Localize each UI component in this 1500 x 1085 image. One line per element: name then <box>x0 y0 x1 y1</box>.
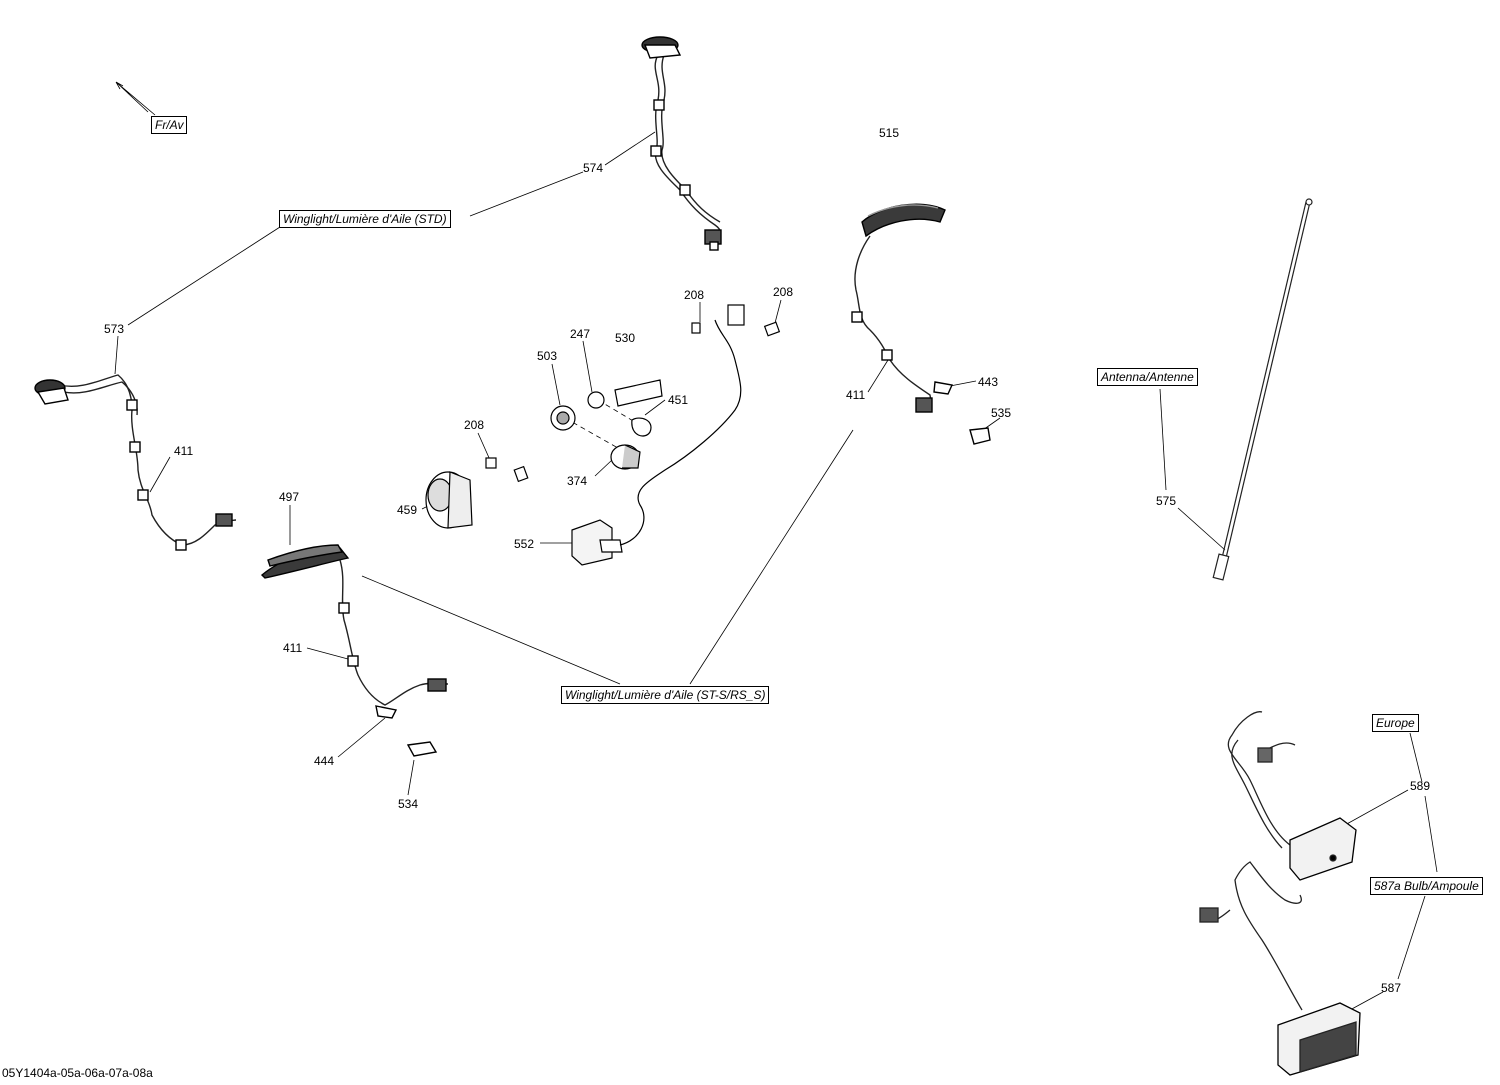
part-247: 247 <box>570 327 591 341</box>
europe-text: Europe <box>1376 716 1415 730</box>
part-411-mid: 411 <box>283 641 303 655</box>
part-587: 587 <box>1381 981 1402 995</box>
bulb-label: 587a Bulb/Ampoule <box>1370 877 1483 895</box>
part-515: 515 <box>879 126 900 140</box>
antenna-text: Antenna/Antenne <box>1101 370 1194 384</box>
leader-444 <box>337 717 386 758</box>
europe-label: Europe <box>1372 714 1419 732</box>
leader-bulb-b <box>1397 895 1426 980</box>
part-575: 575 <box>1156 494 1177 508</box>
leader-208c <box>477 432 491 461</box>
leader-247 <box>582 340 593 393</box>
fr-av-text: Fr/Av <box>155 118 184 132</box>
part-497: 497 <box>279 490 300 504</box>
winglight-std-text: Winglight/Lumière d'Aile (STD) <box>283 212 447 226</box>
drawing-number: 05Y1404a-05a-06a-07a-08a <box>2 1066 153 1080</box>
part-444: 444 <box>314 754 335 768</box>
bulb-587 <box>1199 861 1361 1076</box>
leader-411-right <box>867 359 889 393</box>
part-574: 574 <box>583 161 604 175</box>
part-443: 443 <box>978 375 999 389</box>
bulb-text: 587a Bulb/Ampoule <box>1374 879 1479 893</box>
front-arrow <box>115 81 156 116</box>
part-374: 374 <box>567 474 588 488</box>
leader-antenna <box>1159 388 1167 491</box>
part-411-right: 411 <box>846 388 866 402</box>
part-552: 552 <box>514 537 535 551</box>
part-208-b: 208 <box>773 285 794 299</box>
leader-bulb-a <box>1424 795 1438 873</box>
leader-574-harness <box>604 131 656 166</box>
part-451: 451 <box>668 393 689 407</box>
leader-534 <box>407 759 415 796</box>
antenna-label: Antenna/Antenne <box>1097 368 1198 386</box>
center-components <box>425 304 781 566</box>
leader-europe <box>1409 732 1423 783</box>
leader-587 <box>1349 991 1384 1011</box>
winglight-515 <box>851 203 991 445</box>
harness-573 <box>34 374 237 551</box>
front-direction-label: Fr/Av <box>151 116 188 134</box>
leader-sts-515 <box>689 429 854 685</box>
winglight-sts-label: Winglight/Lumière d'Aile (ST-S/RS_S) <box>561 686 770 704</box>
part-411-left: 411 <box>174 444 194 458</box>
leader-575 <box>1177 507 1226 551</box>
harness-574 <box>641 36 722 251</box>
leader-443 <box>949 380 977 387</box>
part-459: 459 <box>397 503 418 517</box>
leader-573-light <box>114 335 119 375</box>
part-503: 503 <box>537 349 558 363</box>
leader-411-mid <box>306 647 349 660</box>
part-208-c: 208 <box>464 418 485 432</box>
part-534: 534 <box>398 797 419 811</box>
antenna-575 <box>1212 198 1313 581</box>
winglight-497 <box>260 544 449 757</box>
europe-589 <box>1227 711 1357 881</box>
leader-std-574 <box>469 171 584 217</box>
leader-451 <box>644 399 666 416</box>
leader-208b <box>774 299 782 324</box>
leader-589 <box>1344 789 1409 826</box>
leader-411-left <box>149 456 171 493</box>
leader-374 <box>594 459 613 477</box>
leader-sts-497 <box>361 575 621 685</box>
leader-std-573 <box>127 226 281 326</box>
winglight-std-label: Winglight/Lumière d'Aile (STD) <box>279 210 451 228</box>
part-573: 573 <box>104 322 125 336</box>
part-208-a: 208 <box>684 288 705 302</box>
winglight-sts-text: Winglight/Lumière d'Aile (ST-S/RS_S) <box>565 688 766 702</box>
part-589: 589 <box>1410 779 1431 793</box>
leader-503 <box>551 363 561 406</box>
dash-line-1 <box>564 417 626 453</box>
part-535: 535 <box>991 406 1012 420</box>
part-530: 530 <box>615 331 636 345</box>
